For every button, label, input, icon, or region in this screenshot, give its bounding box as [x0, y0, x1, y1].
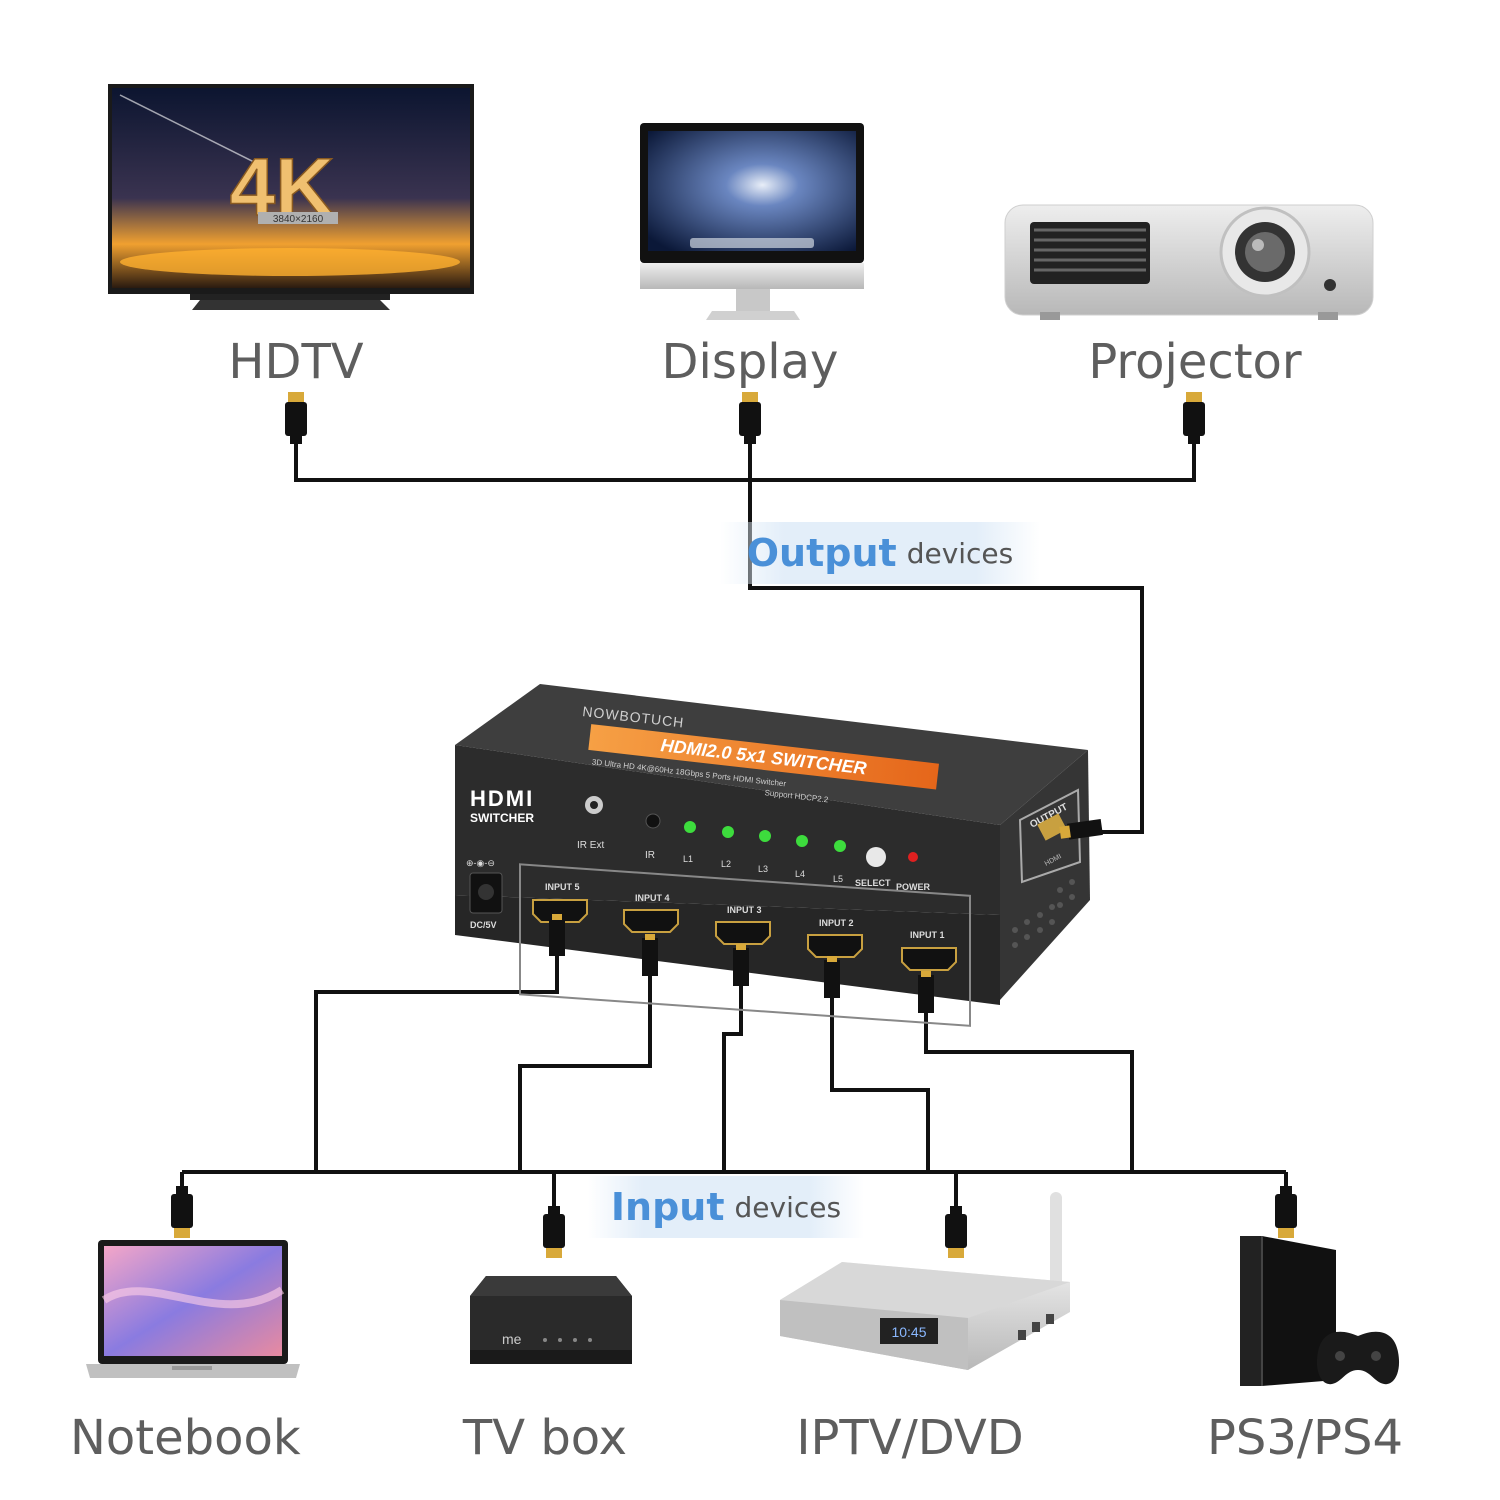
led-l1-label: L1: [683, 854, 693, 864]
input-port-5[interactable]: INPUT 5: [532, 882, 588, 923]
led-l3-label: L3: [758, 864, 768, 874]
select-label: SELECT: [855, 878, 891, 888]
input-port-2[interactable]: INPUT 2: [807, 918, 863, 958]
svg-text:INPUT 2: INPUT 2: [819, 918, 854, 928]
led-l3-icon: [759, 830, 771, 842]
ir-sensor: [645, 813, 661, 829]
power-label: POWER: [896, 882, 931, 892]
input-device-label-iptv-dvd: IPTV/DVD: [796, 1410, 1024, 1466]
input-section-label: Input devices: [588, 1176, 864, 1238]
cable-input-3: [722, 985, 743, 1172]
input-port-3[interactable]: INPUT 3: [715, 905, 771, 945]
hdmi-plug-icon: [739, 392, 761, 444]
output-section-label: Output devices: [720, 522, 1040, 584]
hdmi-plug-icon: [171, 1186, 193, 1238]
input-section-sub: devices: [734, 1190, 842, 1224]
output-device-label-hdtv: HDTV: [228, 334, 364, 390]
output-device-label-display: Display: [661, 334, 839, 390]
hdtv-icon: 4K 3840×2160: [108, 84, 474, 310]
tv-box-icon: me: [470, 1276, 632, 1364]
cable-input-5: [314, 955, 559, 1172]
hdmi-plug-icon: [543, 1206, 565, 1258]
monitor-icon: [640, 123, 864, 320]
output-device-label-projector: Projector: [1088, 334, 1302, 390]
iptv-clock: 10:45: [891, 1324, 926, 1340]
cable-input-2: [830, 998, 930, 1172]
led-l2-icon: [722, 826, 734, 838]
cable-input-4: [518, 975, 652, 1172]
svg-text:⊕-◉-⊖: ⊕-◉-⊖: [466, 858, 495, 868]
output-section-sub: devices: [906, 536, 1014, 570]
svg-text:INPUT 1: INPUT 1: [910, 930, 945, 940]
projector-icon: [1004, 204, 1374, 320]
hdmi-plugs: [171, 392, 1297, 1258]
iptv-box-icon: 10:45: [780, 1192, 1070, 1370]
led-l4-label: L4: [795, 869, 805, 879]
hdmi-plug-icon: [285, 392, 307, 444]
hdmi-logo-sub: SWITCHER: [470, 811, 534, 825]
input-device-label-ps3-ps4: PS3/PS4: [1206, 1410, 1404, 1466]
input-port-1[interactable]: INPUT 1: [901, 930, 957, 971]
input-ports: INPUT 5 INPUT 4 INPUT 3 INPUT 2 INPUT 1: [532, 882, 957, 971]
led-l5-label: L5: [833, 874, 843, 884]
output-port: [1037, 813, 1067, 841]
tv-resolution: 3840×2160: [273, 214, 324, 225]
led-l2-label: L2: [721, 859, 731, 869]
led-l1-icon: [684, 821, 696, 833]
model-banner: [588, 724, 939, 790]
output-section-main: Output: [746, 531, 897, 575]
laptop-icon: [86, 1240, 300, 1378]
svg-text:INPUT 5: INPUT 5: [545, 882, 580, 892]
input-section-main: Input: [610, 1185, 725, 1229]
select-button[interactable]: [866, 847, 886, 867]
hdmi-logo: HDMI: [470, 786, 534, 811]
input-port-4[interactable]: INPUT 4: [623, 893, 679, 933]
input-device-label-notebook: Notebook: [70, 1410, 301, 1466]
input-device-label-tv-box: TV box: [462, 1410, 628, 1466]
ir-ext-label: IR Ext: [577, 840, 604, 851]
game-console-icon: [1240, 1236, 1400, 1386]
svg-text:INPUT 3: INPUT 3: [727, 905, 762, 915]
ir-label: IR: [645, 850, 655, 861]
svg-text:INPUT 4: INPUT 4: [635, 893, 670, 903]
cable-input-1: [924, 1012, 1134, 1172]
cable-hdtv: [294, 442, 1196, 482]
tv-box-brand: me: [502, 1331, 522, 1347]
hdmi-plug-icon: [945, 1206, 967, 1258]
led-indicators: L1 L2 L3 L4 L5: [683, 821, 846, 884]
hdmi-plug-icon: [1275, 1186, 1297, 1238]
hdmi-plug-icon: [1183, 392, 1205, 444]
led-l5-icon: [834, 840, 846, 852]
dc-label: DC/5V: [470, 920, 497, 930]
led-l4-icon: [796, 835, 808, 847]
hdmi-switcher-device: OUTPUT HDMI NOWBOTUCH HDMI2.0 5x1 SWITCH…: [455, 684, 1103, 1027]
power-led-icon: [908, 852, 918, 862]
